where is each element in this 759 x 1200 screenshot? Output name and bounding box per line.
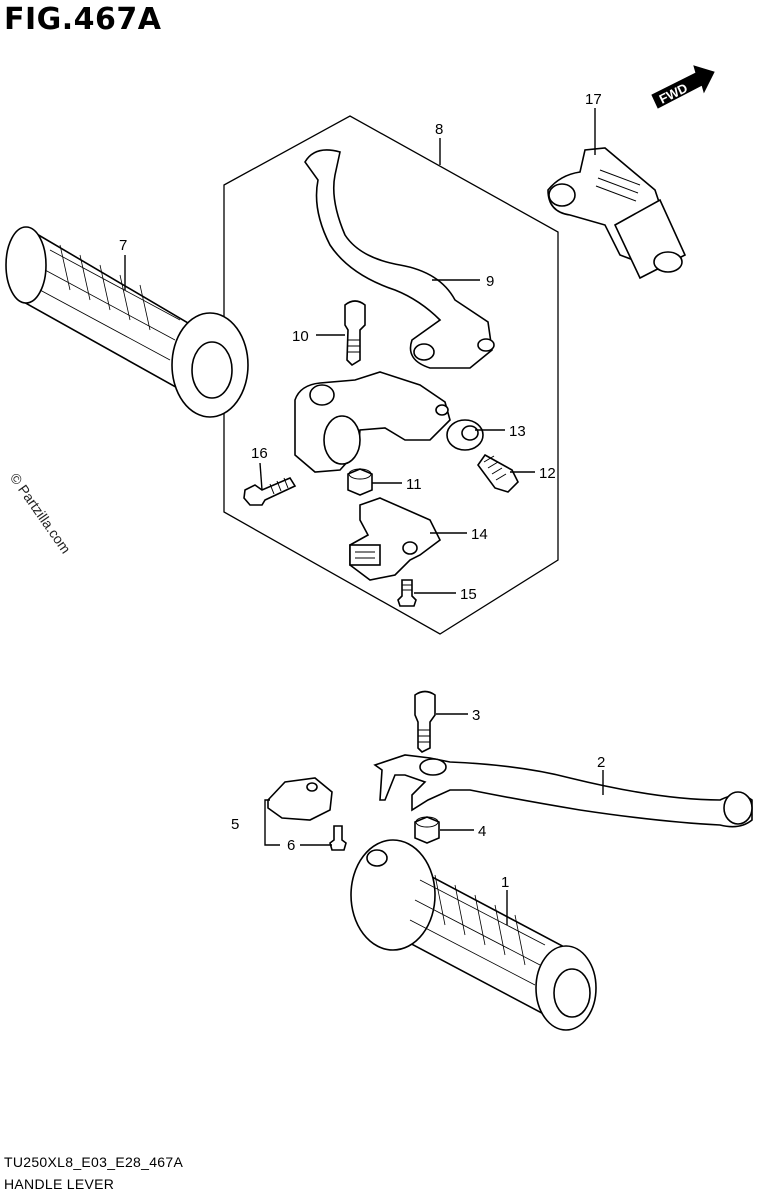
part-label-3: 3 <box>472 707 480 724</box>
part-label-17: 17 <box>585 91 602 108</box>
part-label-5: 5 <box>231 816 239 833</box>
fwd-label: FWD <box>657 80 690 106</box>
grip-right <box>350 839 597 1031</box>
adjuster-bolt <box>477 453 519 493</box>
part-label-8: 8 <box>435 121 443 138</box>
assembly-outline <box>223 115 559 635</box>
adjuster-wheel <box>446 419 484 451</box>
part-label-6: 6 <box>287 837 295 854</box>
lever-bracket <box>294 371 451 473</box>
clutch-switch <box>349 497 442 581</box>
part-label-12: 12 <box>539 465 556 482</box>
part-label-14: 14 <box>471 526 488 543</box>
part-label-16: 16 <box>251 445 268 462</box>
brake-switch-screw <box>329 825 347 851</box>
part-label-11: 11 <box>406 476 422 493</box>
grip-left <box>5 226 249 418</box>
nut-upper <box>347 468 373 496</box>
part-label-4: 4 <box>478 823 486 840</box>
part-label-13: 13 <box>509 423 526 440</box>
brake-switch <box>267 777 333 821</box>
pivot-bolt-lower <box>414 690 436 753</box>
part-label-9: 9 <box>486 273 494 290</box>
part-label-7: 7 <box>119 237 127 254</box>
part-labels: 1 2 3 4 5 6 7 8 9 10 11 12 13 14 15 16 1… <box>119 91 605 891</box>
clutch-lever <box>304 149 495 369</box>
pivot-bolt-upper <box>344 300 366 367</box>
brake-lever <box>373 754 753 828</box>
figure-name: HANDLE LEVER <box>4 1176 115 1192</box>
switch-screw <box>397 579 417 607</box>
figure-title: FIG.467A <box>4 2 162 37</box>
handlebar-switch <box>547 147 687 280</box>
part-label-10: 10 <box>292 328 309 345</box>
leader-lines <box>124 108 604 925</box>
part-label-2: 2 <box>597 754 605 771</box>
part-label-15: 15 <box>460 586 477 603</box>
fwd-arrow: FWD <box>651 65 715 109</box>
clamp-bolt <box>243 476 297 506</box>
model-code: TU250XL8_E03_E28_467A <box>4 1154 184 1170</box>
part-label-1: 1 <box>501 874 509 891</box>
nut-lower <box>414 816 440 844</box>
